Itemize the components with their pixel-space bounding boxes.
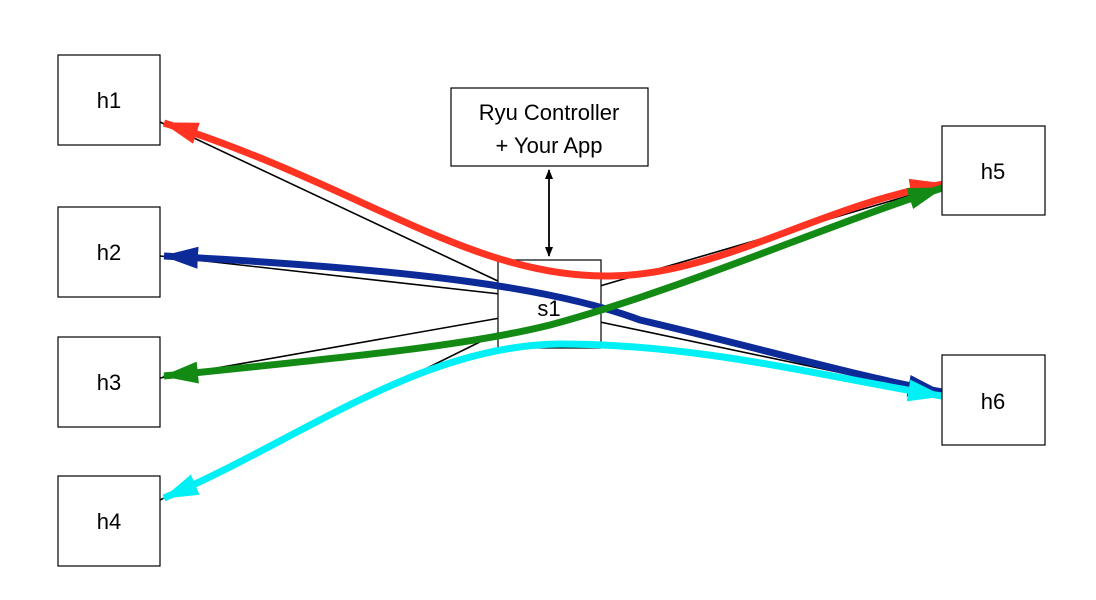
host-box <box>57 475 161 567</box>
host-box <box>941 354 1046 446</box>
host-h1[interactable]: h1 <box>57 54 161 146</box>
host-h4[interactable]: h4 <box>57 475 161 567</box>
host-box <box>941 125 1046 216</box>
host-label: h1 <box>97 88 121 113</box>
host-label: h6 <box>981 389 1005 414</box>
host-h5[interactable]: h5 <box>941 125 1046 216</box>
host-box <box>57 336 161 428</box>
flows <box>162 119 946 502</box>
controller-box <box>450 87 649 167</box>
host-label: h5 <box>981 159 1005 184</box>
host-h6[interactable]: h6 <box>941 354 1046 446</box>
flow-green <box>162 184 944 384</box>
controller-node[interactable]: Ryu Controller + Your App <box>450 87 649 167</box>
controller-label-line1: Ryu Controller <box>479 100 620 125</box>
host-h3[interactable]: h3 <box>57 336 161 428</box>
host-label: h3 <box>97 370 121 395</box>
host-box <box>57 54 161 146</box>
controller-label-line2: + Your App <box>495 133 602 158</box>
host-label: h4 <box>97 509 121 534</box>
host-label: h2 <box>97 240 121 265</box>
host-box <box>57 206 161 298</box>
host-h2[interactable]: h2 <box>57 206 161 298</box>
